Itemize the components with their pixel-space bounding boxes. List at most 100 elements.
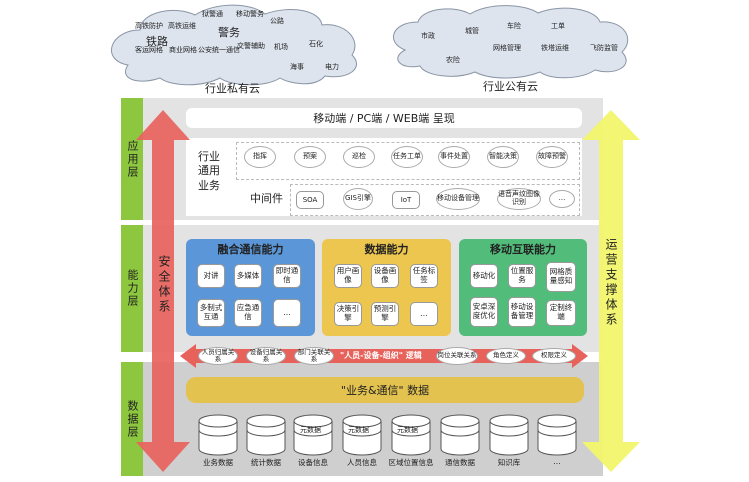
business-fault-warning: 故障预警	[536, 146, 568, 168]
business-event-handling: 事件处置	[438, 146, 470, 168]
database-cylinder	[246, 414, 286, 456]
cloud-item-business-grid: 商业网格	[169, 46, 197, 54]
logic-dept-relation: 部门关联关系	[294, 347, 334, 365]
cloud-item-high-speed-guard: 高铁防护	[135, 22, 163, 30]
cloud-item-railway: 铁路	[146, 35, 168, 48]
app-layer-tab: 应用层	[121, 98, 143, 220]
database-cylinder	[198, 414, 238, 456]
data-more: ...	[410, 302, 438, 326]
cloud-item-prison: 狱警通	[202, 10, 223, 18]
data-layer-label: 数据层	[126, 399, 139, 439]
mobile-android-opt: 安卓深度优化	[470, 297, 498, 327]
db-label-region: 区域位置信息	[388, 458, 434, 467]
fusion-emergency: 应急通信	[234, 299, 262, 327]
mobile-internet-title: 移动互联能力	[490, 243, 556, 256]
fusion-multi-mode: 多制式互通	[197, 299, 225, 327]
cloud-item-unified-comm: 公安统一通信	[198, 46, 240, 54]
clouds-svg	[110, 4, 629, 86]
cloud-item-police: 警务	[218, 26, 240, 39]
data-task-tag: 任务标签	[410, 264, 438, 288]
data-layer-tab: 数据层	[121, 362, 143, 476]
cloud-item-passenger-grid: 客运网格	[135, 46, 163, 54]
cloud-item-maritime: 海事	[290, 63, 304, 71]
public-cloud-shape	[393, 5, 629, 79]
data-prediction-engine: 预测引擎	[371, 302, 399, 326]
mobile-device-mgmt: 移动设备管理	[508, 297, 536, 327]
middleware-label: 中间件	[250, 192, 283, 205]
cloud-item-work-order: 工单	[551, 22, 565, 30]
logic-permission-def: 权限定义	[532, 348, 576, 364]
database-cylinder	[391, 414, 431, 456]
ops-support-label: 运营支撑体系	[604, 238, 618, 328]
cloud-item-mobile-police: 移动警务	[236, 10, 264, 18]
cloud-item-traffic-aux: 交警辅助	[237, 42, 265, 50]
logic-post-relation: 岗位关联关系	[436, 347, 478, 365]
business-command: 指挥	[244, 146, 276, 168]
db-label-more: ...	[553, 457, 561, 466]
business-task-order: 任务工单	[391, 146, 423, 168]
cloud-item-airport: 机场	[274, 43, 288, 51]
cloud-item-municipal: 市政	[421, 32, 435, 40]
cloud-item-agri-insurance: 农险	[446, 56, 460, 64]
private-cloud-shape	[110, 4, 357, 86]
logic-person-belong: 人员归属关系	[198, 347, 238, 365]
ops-support-arrow	[582, 110, 640, 472]
cloud-item-power: 电力	[325, 63, 339, 71]
db-label-stats: 统计数据	[251, 458, 281, 467]
capability-layer-label: 能力层	[126, 269, 139, 308]
middleware-mdm: 移动设备管理	[436, 188, 480, 210]
security-arrow	[136, 110, 190, 472]
public-cloud-label: 行业公有云	[483, 80, 538, 93]
middleware-row	[290, 184, 580, 216]
cloud-item-petrochem: 石化	[309, 40, 323, 48]
middleware-recognition: 语音声纹图像识别	[497, 188, 541, 210]
db-top-device: 元数据	[300, 426, 321, 434]
cloud-item-highway: 公路	[270, 17, 284, 25]
app-layer-label: 应用层	[126, 139, 139, 179]
cloud-item-flight-supervision: 飞防监管	[590, 44, 618, 52]
database-cylinder	[342, 414, 382, 456]
middleware-gis: GIS引擎	[343, 188, 373, 210]
middleware-more: ...	[549, 190, 575, 208]
cloud-item-tower-ops: 铁塔运维	[541, 44, 569, 52]
fusion-comm-title: 融合通信能力	[217, 243, 284, 256]
logic-center-label: "人员-设备-组织" 逻辑	[340, 351, 422, 360]
db-top-person: 元数据	[348, 426, 369, 434]
business-plan: 预案	[294, 146, 326, 168]
general-business-row	[236, 142, 580, 180]
mobile-custom-terminal: 定制终端	[546, 300, 576, 326]
middleware-iot: IoT	[392, 191, 420, 209]
db-label-comm: 通信数据	[445, 458, 475, 467]
cloud-item-high-speed-ops: 高铁运维	[168, 22, 196, 30]
biz-comm-data-bar: "业务&通信" 数据	[186, 377, 584, 403]
database-cylinder	[440, 414, 480, 456]
data-capability-title: 数据能力	[364, 243, 409, 256]
db-label-business: 业务数据	[203, 458, 233, 467]
database-cylinder	[537, 414, 577, 456]
db-label-knowledge: 知识库	[497, 458, 521, 467]
cloud-item-city-mgmt: 城管	[465, 27, 479, 35]
data-user-profile: 用户画像	[334, 264, 362, 288]
data-decision-engine: 决策引擎	[334, 302, 362, 326]
middleware-soa: SOA	[296, 191, 324, 209]
db-label-device: 设备信息	[298, 458, 328, 467]
business-inspection: 巡检	[343, 146, 375, 168]
mobile-location: 位置服务	[508, 264, 536, 288]
private-cloud-label: 行业私有云	[205, 82, 260, 95]
cloud-item-grid-mgmt: 网格管理	[493, 44, 521, 52]
db-top-region: 元数据	[397, 426, 418, 434]
general-business-label: 行业通用业务	[198, 150, 220, 192]
presentation-bar: 移动端 / PC端 / WEB端 呈现	[186, 108, 582, 128]
fusion-more: ...	[273, 299, 301, 327]
business-smart-decision: 智能决策	[487, 146, 519, 168]
database-cylinder	[489, 414, 529, 456]
fusion-multimedia: 多媒体	[234, 264, 262, 288]
mobile-network-quality: 网格质量感知	[546, 262, 576, 292]
fusion-im: 即时通信	[273, 264, 301, 288]
fusion-intercom: 对讲	[197, 264, 225, 288]
cloud-item-car-insurance: 车险	[507, 22, 521, 30]
database-cylinder	[293, 414, 333, 456]
db-label-person: 人员信息	[347, 458, 377, 467]
logic-role-def: 角色定义	[486, 348, 526, 364]
